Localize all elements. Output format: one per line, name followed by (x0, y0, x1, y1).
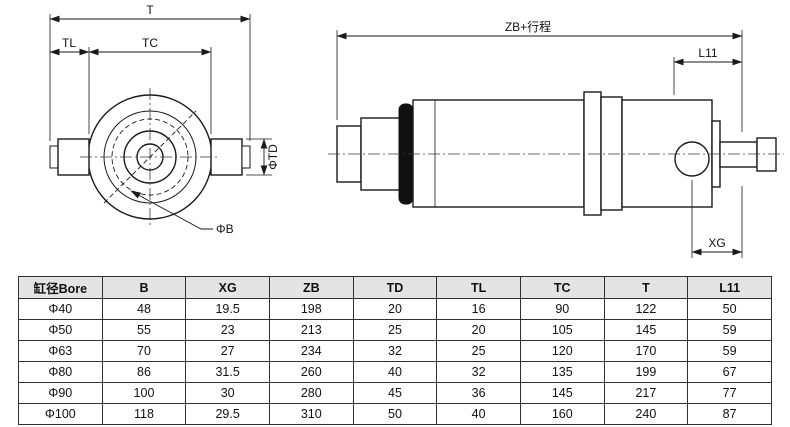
value-cell: 145 (603, 319, 689, 341)
cylinder-tube (412, 99, 585, 208)
column-header-l11: L11 (687, 276, 772, 299)
bolt-circle (111, 118, 189, 196)
value-cell: 40 (352, 361, 438, 383)
value-cell: 50 (687, 298, 772, 320)
dim-label-L11: L11 (698, 46, 717, 60)
value-cell: 27 (185, 340, 270, 362)
column-header-td: TD (352, 276, 438, 299)
value-cell: 199 (603, 361, 689, 383)
gland-ring (583, 91, 602, 216)
value-cell: 29.5 (185, 403, 270, 425)
value-cell: 217 (603, 382, 689, 404)
value-cell: 45 (352, 382, 438, 404)
column-header-zb: ZB (268, 276, 354, 299)
value-cell: 170 (603, 340, 689, 362)
value-cell: 118 (101, 403, 187, 425)
leader-line-B (130, 190, 213, 230)
value-cell: 31.5 (185, 361, 270, 383)
value-cell: 240 (603, 403, 689, 425)
side-view-dimensions: ZB+行程 L11 XG (336, 19, 743, 258)
drawing-canvas: T TL TC ΦTD ΦB (49, 3, 784, 258)
value-cell: 213 (268, 319, 354, 341)
value-cell: 135 (519, 361, 605, 383)
dim-label-TD: ΦTD (266, 144, 280, 170)
value-cell: 25 (352, 319, 438, 341)
left-port-nub (49, 145, 59, 169)
column-header-b: B (101, 276, 187, 299)
value-cell: 55 (101, 319, 187, 341)
value-cell: 40 (436, 403, 521, 425)
column-header-tl: TL (436, 276, 521, 299)
value-cell: 122 (603, 298, 689, 320)
value-cell: 32 (352, 340, 438, 362)
piston-rod (719, 141, 758, 168)
side-view (328, 91, 784, 216)
value-cell: 20 (436, 319, 521, 341)
value-cell: 86 (101, 361, 187, 383)
value-cell: 67 (687, 361, 772, 383)
port-boss-circle (674, 141, 710, 177)
column-header-t: T (603, 276, 689, 299)
dim-label-T: T (146, 3, 154, 17)
right-port-nub (241, 145, 251, 169)
value-cell: 70 (101, 340, 187, 362)
gland-block (600, 96, 623, 211)
value-cell: 19.5 (185, 298, 270, 320)
front-view-dimensions: T TL TC ΦTD ΦB (49, 3, 280, 236)
dim-label-TL: TL (62, 36, 76, 50)
value-cell: 77 (687, 382, 772, 404)
rod-end (756, 137, 777, 172)
value-cell: 20 (352, 298, 438, 320)
value-cell: 32 (436, 361, 521, 383)
bore-size-cell: Φ50 (18, 319, 103, 341)
column-header-tc: TC (519, 276, 605, 299)
value-cell: 100 (101, 382, 187, 404)
front-view (49, 88, 251, 226)
value-cell: 36 (436, 382, 521, 404)
value-cell: 234 (268, 340, 354, 362)
value-cell: 260 (268, 361, 354, 383)
bore-size-cell: Φ63 (18, 340, 103, 362)
bore-size-cell: Φ80 (18, 361, 103, 383)
value-cell: 23 (185, 319, 270, 341)
value-cell: 145 (519, 382, 605, 404)
value-cell: 59 (687, 340, 772, 362)
column-header-xg: XG (185, 276, 270, 299)
value-cell: 87 (687, 403, 772, 425)
value-cell: 48 (101, 298, 187, 320)
value-cell: 90 (519, 298, 605, 320)
value-cell: 25 (436, 340, 521, 362)
value-cell: 198 (268, 298, 354, 320)
bore-size-cell: Φ40 (18, 298, 103, 320)
value-cell: 59 (687, 319, 772, 341)
value-cell: 120 (519, 340, 605, 362)
column-header-bore: 缸径Bore (18, 276, 103, 299)
diagonal-centerline (103, 110, 197, 204)
bore-size-cell: Φ90 (18, 382, 103, 404)
value-cell: 50 (352, 403, 438, 425)
bore-size-cell: Φ100 (18, 403, 103, 425)
value-cell: 16 (436, 298, 521, 320)
value-cell: 280 (268, 382, 354, 404)
value-cell: 310 (268, 403, 354, 425)
dim-label-TC: TC (142, 36, 158, 50)
dim-label-B: ΦB (216, 222, 234, 236)
dim-label-ZB: ZB+行程 (505, 19, 551, 34)
dim-label-XG: XG (708, 236, 725, 250)
value-cell: 160 (519, 403, 605, 425)
value-cell: 30 (185, 382, 270, 404)
value-cell: 105 (519, 319, 605, 341)
